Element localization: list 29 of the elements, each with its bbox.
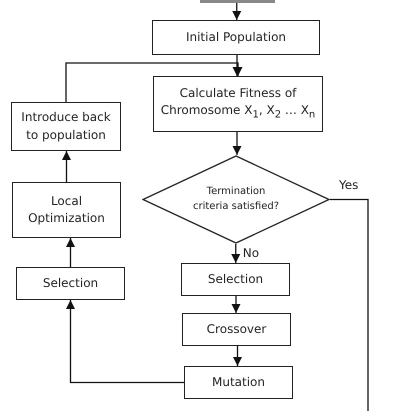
process-box — [153, 76, 323, 132]
edge-label: Yes — [338, 178, 360, 192]
process-box — [12, 182, 121, 238]
arrow — [65, 62, 243, 102]
arrow — [232, 346, 242, 366]
process-box — [152, 20, 320, 55]
arrow — [231, 244, 240, 263]
node-text: Termination criteria satisfied? — [192, 185, 280, 214]
node-text: Selection — [208, 270, 264, 288]
arrow — [231, 296, 241, 313]
process-box — [16, 267, 125, 300]
node-text: Mutation — [212, 374, 265, 391]
node-text: Introduce back to population — [20, 109, 112, 144]
process-box — [182, 313, 291, 346]
arrow — [232, 3, 242, 20]
arrow — [66, 238, 76, 267]
node-text: Local Optimization — [27, 192, 106, 227]
decision-diamond — [142, 155, 330, 244]
node-text: Initial Population — [186, 28, 286, 46]
process-box — [181, 263, 290, 296]
node-text: Crossover — [206, 320, 266, 338]
node-text: Selection — [42, 274, 98, 292]
process-box — [11, 102, 121, 151]
node-text: Calculate Fitness of Chromosome X$_{1}$, X$_{2}$ … X$_{n}$ — [160, 84, 316, 123]
arrow — [66, 300, 184, 384]
process-box — [184, 366, 293, 399]
arrow — [62, 151, 72, 182]
arrow — [232, 132, 242, 155]
edge-label: No — [242, 246, 260, 260]
